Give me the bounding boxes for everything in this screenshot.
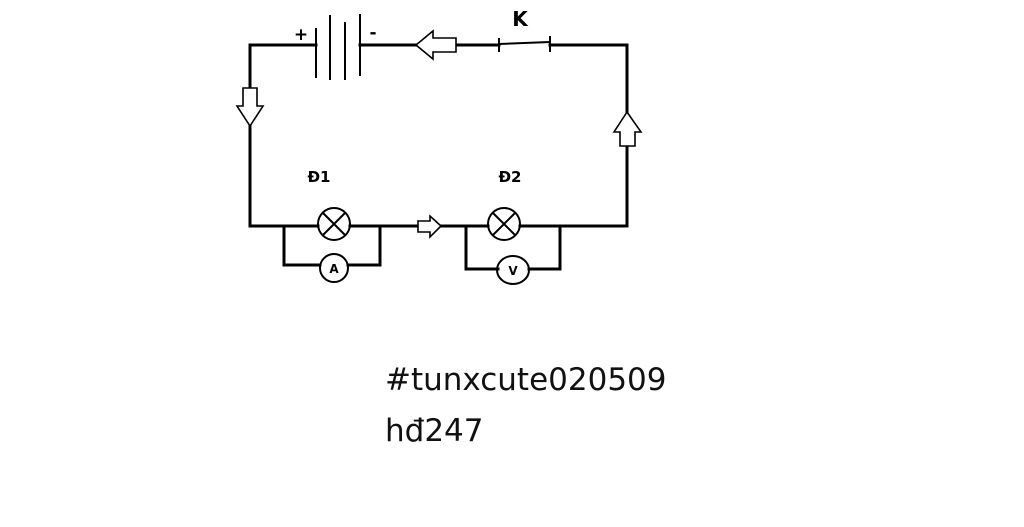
current-arrows [235,29,643,239]
lamp-d2-cross-b [492,212,516,236]
wire-right [548,43,629,228]
ammeter-branch: A [282,224,382,283]
battery-plus-label: + [294,25,308,45]
lamp-d2: Đ2 [487,168,522,241]
lamp-d2-bulb-icon [487,207,521,241]
battery-minus-label: - [369,23,376,43]
lamp-d1-label: Đ1 [307,168,330,186]
caption-source: hđ247 [385,413,484,449]
switch-blade [498,41,551,45]
voltmeter-label: V [508,264,518,278]
battery: + - [294,14,377,80]
arrow-left-icon [414,29,457,61]
caption-hashtag: #tunxcute020509 [385,362,667,398]
voltmeter-branch: V [464,224,562,285]
lamp-d1-cross-b [322,212,346,236]
voltmeter-icon [496,255,530,285]
lamp-d2-label: Đ2 [498,168,521,186]
circuit-wires [248,43,629,228]
ammeter-wire-right [346,224,382,267]
lamp-d1-bulb-icon [317,207,351,241]
lamp-d1: Đ1 [307,168,351,241]
voltmeter-wire-left [464,224,500,271]
switch-k: K [498,7,551,52]
voltmeter-wire-right [527,224,562,271]
ammeter-icon [319,253,349,283]
wire-left-top [248,43,318,228]
arrow-right-icon [417,214,443,239]
arrow-up-icon [612,110,643,147]
switch-label: K [512,7,529,31]
ammeter-label: A [329,262,339,276]
arrow-down-icon [235,87,265,128]
ammeter-wire-left [282,224,322,267]
